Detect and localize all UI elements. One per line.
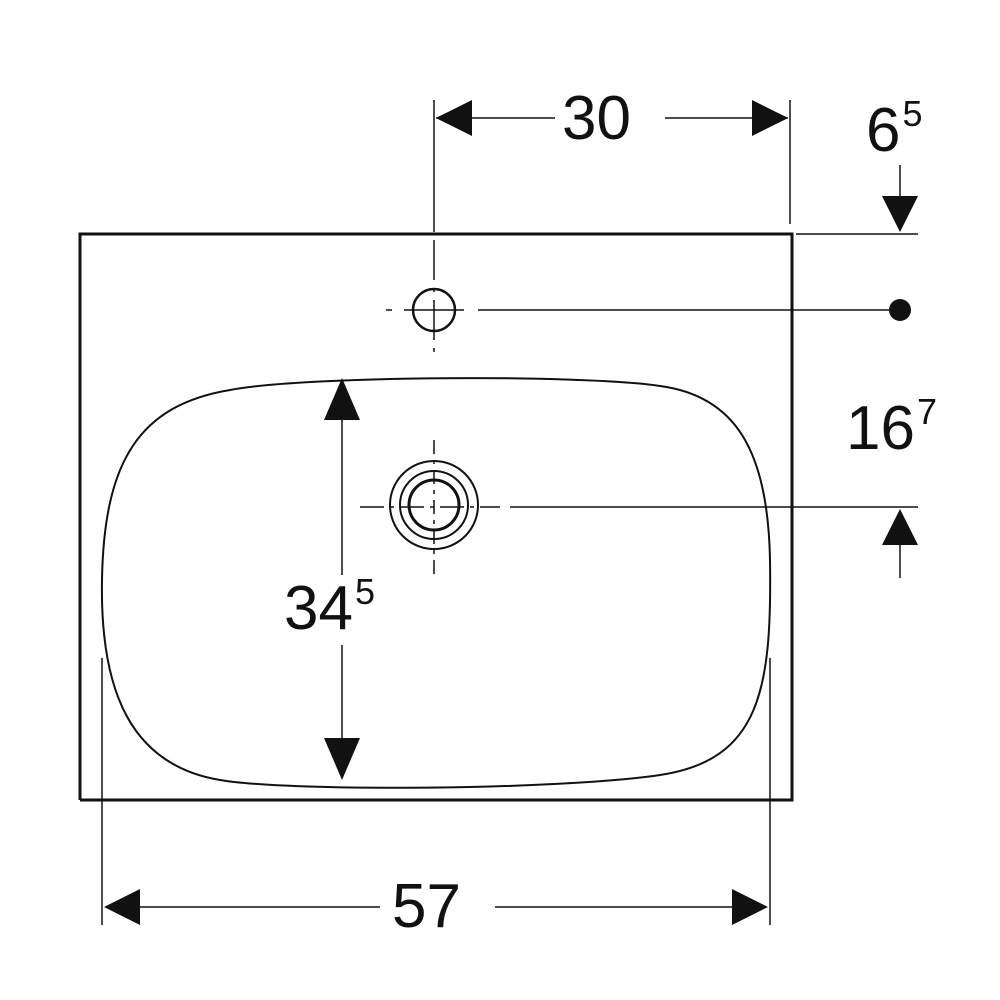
dimension-top-width: [433, 100, 791, 232]
label-right-top-offset-value: 6: [866, 96, 901, 165]
label-bowl-depth-value: 34: [284, 574, 353, 643]
label-right-drain-offset-value: 16: [846, 394, 915, 463]
dimension-overall-width: [101, 658, 771, 925]
dimension-right-top-offset: [796, 165, 918, 235]
label-right-top-offset-sup: 5: [902, 93, 923, 134]
label-right-top-offset: 65: [866, 96, 923, 162]
label-bowl-depth-sup: 5: [354, 571, 375, 612]
dimension-bowl-depth: [324, 378, 360, 780]
tap-hole-reference-dot: [889, 299, 911, 321]
label-bowl-depth: 345: [284, 574, 375, 640]
label-right-drain-offset: 167: [846, 394, 937, 460]
label-top-width: 30: [562, 88, 633, 150]
label-right-drain-offset-sup: 7: [916, 391, 937, 432]
basin-outline: [78, 232, 794, 802]
dimension-right-drain-offset: [882, 509, 918, 578]
label-top-width-value: 30: [562, 84, 631, 153]
drain-hole: [360, 440, 918, 575]
bowl-outline: [100, 377, 772, 789]
tap-hole: [386, 240, 890, 352]
label-overall-width-value: 57: [392, 872, 461, 941]
label-overall-width: 57: [392, 876, 463, 938]
